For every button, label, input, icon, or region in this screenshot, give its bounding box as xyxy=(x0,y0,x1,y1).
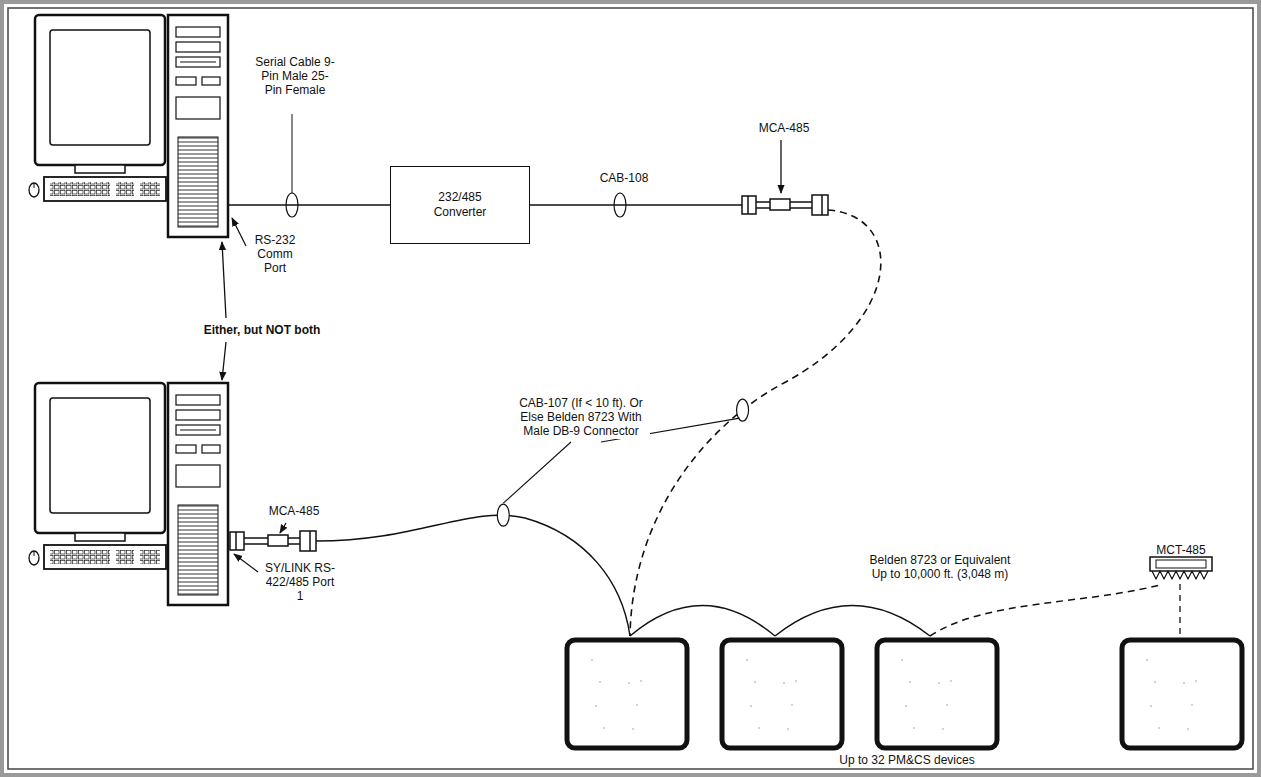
dashed-cable xyxy=(930,585,1160,636)
mca-485-adapter xyxy=(742,195,828,215)
serial-cable xyxy=(228,114,390,217)
annotation-label: Serial Cable 9-Pin Male 25-Pin Female xyxy=(252,54,338,98)
leader-line xyxy=(503,442,571,503)
cab-107-cable xyxy=(316,515,630,636)
pmcs-device xyxy=(722,640,842,748)
annotation-label: MCA-485 xyxy=(262,503,326,519)
annotation-label: Belden 8723 or Equivalent Up to 10,000 f… xyxy=(862,552,1018,582)
terminator-label-node: MCT-485 xyxy=(1146,539,1216,562)
dashed-cable xyxy=(1179,584,1180,637)
dashed-cable xyxy=(630,210,881,636)
annotation-label: MCA-485 xyxy=(752,120,816,136)
pmcs-device xyxy=(567,640,687,748)
belden-cable xyxy=(775,606,930,637)
converter-box: 232/485 Converter xyxy=(390,166,530,244)
annotation-label: CAB-108 xyxy=(592,170,656,186)
cable-marker xyxy=(497,504,509,526)
leader-arrow xyxy=(780,140,781,193)
node-text: 232/485 Converter xyxy=(425,190,495,220)
annotation-label: SY/LINK RS-422/485 Port 1 xyxy=(262,560,338,604)
mca-485-adapter xyxy=(230,531,316,551)
cab-108-cable xyxy=(530,193,742,217)
annotation-label: Up to 32 PM&CS devices xyxy=(820,752,994,768)
belden-cable xyxy=(630,606,775,637)
node-text: MCT-485 xyxy=(1156,543,1205,558)
terminator-symbol xyxy=(1150,557,1212,579)
pmcs-device xyxy=(877,640,997,748)
leader-arrow xyxy=(280,523,286,533)
inner-frame xyxy=(8,8,1253,769)
computer-illustration xyxy=(29,15,228,237)
computer-illustration xyxy=(29,383,228,605)
annotation-label: CAB-107 (If < 10 ft). Or Else Belden 872… xyxy=(512,395,650,439)
annotation-label: Either, but NOT both xyxy=(190,322,334,338)
pmcs-device xyxy=(1122,640,1242,748)
annotation-label: RS-232 Comm Port xyxy=(248,232,302,276)
